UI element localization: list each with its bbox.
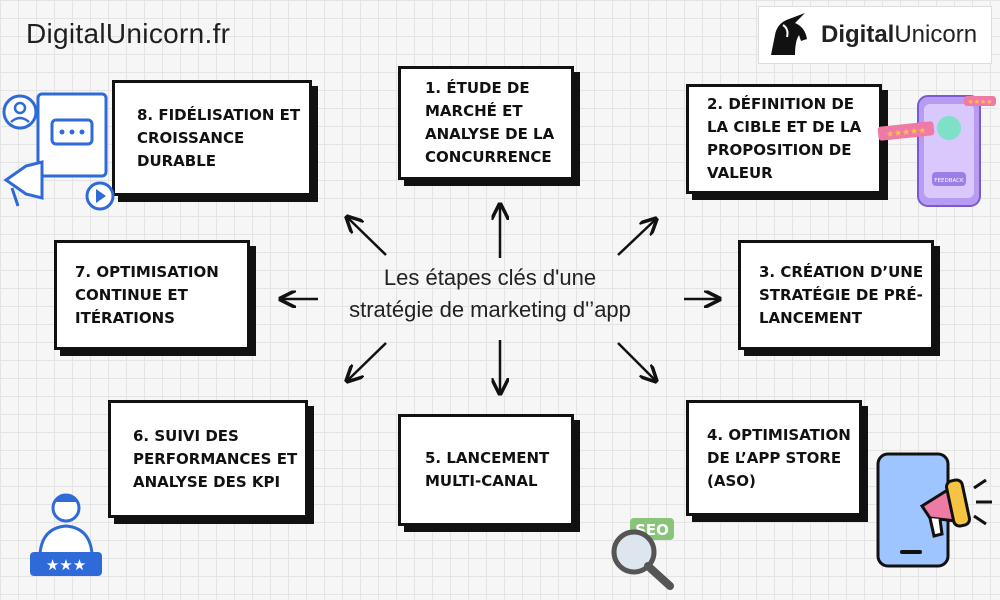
step-3-box: 3. CRÉATION D’UNE STRATÉGIE DE PRÉ-LANCE…	[738, 240, 934, 350]
phone-megaphone-icon	[876, 452, 992, 568]
site-name: DigitalUnicorn.fr	[26, 18, 231, 49]
step-5-label: 5. LANCEMENT MULTI-CANAL	[425, 449, 550, 490]
logo-word-light: Unicorn	[894, 21, 978, 48]
diagram-center-title: Les étapes clés d'une stratégie de marke…	[290, 262, 690, 326]
step-3-label: 3. CRÉATION D’UNE STRATÉGIE DE PRÉ-LANCE…	[759, 262, 924, 327]
step-2-label: 2. DÉFINITION DE LA CIBLE ET DE LA PROPO…	[707, 95, 862, 182]
step-7-box: 7. OPTIMISATION CONTINUE ET ITÉRATIONS	[54, 240, 250, 350]
step-8-label: 8. FIDÉLISATION ET CROISSANCE DURABLE	[137, 105, 301, 170]
arrow-to-step-6	[348, 342, 387, 380]
svg-text:★★★★: ★★★★	[967, 98, 992, 106]
rating-person-icon: ★★★	[30, 493, 102, 576]
step-1-box: 1. ÉTUDE DE MARCHÉ ET ANALYSE DE LA CONC…	[398, 66, 574, 180]
arrow-to-step-2	[617, 220, 655, 256]
step-7-label: 7. OPTIMISATION CONTINUE ET ITÉRATIONS	[75, 262, 219, 327]
arrow-to-step-8	[348, 218, 387, 256]
unicorn-head-icon	[771, 13, 807, 55]
step-2-box: 2. DÉFINITION DE LA CIBLE ET DE LA PROPO…	[686, 84, 882, 194]
step-4-label: 4. OPTIMISATION DE L’APP STORE (ASO)	[707, 425, 851, 490]
svg-text:★★★: ★★★	[46, 556, 86, 574]
arrow-to-step-4	[617, 342, 655, 380]
feedback-label: FEEDBACK	[934, 178, 964, 184]
step-1-label: 1. ÉTUDE DE MARCHÉ ET ANALYSE DE LA CONC…	[425, 79, 555, 166]
feedback-phone-icon: FEEDBACK ★★★★★ ★★★★	[877, 95, 996, 207]
seo-magnifier-icon: SEO	[611, 518, 674, 590]
step-8-box: 8. FIDÉLISATION ET CROISSANCE DURABLE	[112, 80, 312, 196]
step-4-box: 4. OPTIMISATION DE L’APP STORE (ASO)	[686, 400, 862, 516]
center-title-line-2: stratégie de marketing d'’app	[349, 297, 631, 322]
step-5-box: 5. LANCEMENT MULTI-CANAL	[398, 414, 574, 526]
step-6-label: 6. SUIVI DES PERFORMANCES ET ANALYSE DES…	[133, 426, 298, 491]
megaphone-social-icon	[2, 92, 115, 211]
logo-word-bold: Digital	[821, 21, 895, 48]
svg-text:★★★★★: ★★★★★	[886, 126, 927, 140]
step-6-box: 6. SUIVI DES PERFORMANCES ET ANALYSE DES…	[108, 400, 308, 518]
center-title-line-1: Les étapes clés d'une	[383, 265, 597, 290]
